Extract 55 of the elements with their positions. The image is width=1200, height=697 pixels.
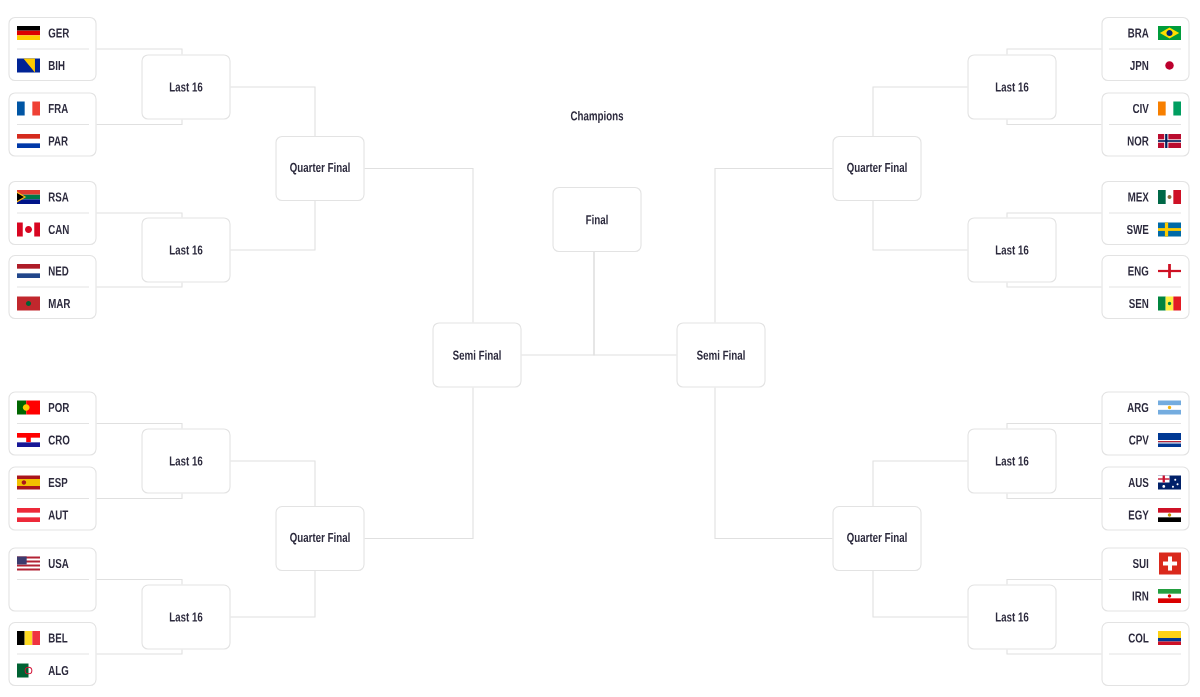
stage-box: Quarter Final <box>275 505 365 572</box>
stage-box: Last 16 <box>141 428 231 494</box>
bracket-line <box>872 460 968 507</box>
stage-box: Final <box>552 186 642 253</box>
bracket-line <box>230 570 316 618</box>
stage-box: Quarter Final <box>832 135 922 202</box>
bracket-line <box>230 86 316 137</box>
bracket-line <box>364 167 474 323</box>
team-card: RSA CAN <box>8 180 97 246</box>
team-card: FRA PAR <box>8 92 97 157</box>
bracket-line <box>230 460 316 507</box>
stage-box: Semi Final <box>432 322 522 388</box>
heading: Champions <box>570 110 624 124</box>
stage-box: Last 16 <box>141 54 231 120</box>
stage-box: Last 16 <box>967 54 1057 120</box>
team-card: NED MAR <box>8 254 97 320</box>
bracket-line <box>714 167 833 323</box>
bracket-line <box>872 86 968 137</box>
bracket-line <box>96 578 183 585</box>
bracket-line <box>1006 649 1102 655</box>
bracket-line <box>96 649 183 655</box>
stage-box: Last 16 <box>141 584 231 650</box>
bracket-line <box>230 200 316 251</box>
stage-box: Quarter Final <box>275 135 365 202</box>
bracket-line <box>1006 48 1102 55</box>
bracket-line <box>96 212 183 218</box>
bracket-line <box>96 48 183 55</box>
bracket-line <box>872 200 968 251</box>
bracket-line <box>1006 119 1102 126</box>
stage-box: Last 16 <box>967 428 1057 494</box>
bracket-line <box>1006 212 1102 218</box>
stage-box: Last 16 <box>967 584 1057 650</box>
team-card: ESP AUT <box>8 466 97 531</box>
team-card: CIV NOR <box>1101 92 1190 157</box>
stage-box: Last 16 <box>967 217 1057 283</box>
bracket-line <box>593 251 677 356</box>
bracket-line <box>872 570 968 618</box>
stage-box: Semi Final <box>676 322 766 388</box>
team-card: BEL ALG <box>8 621 97 687</box>
bracket-line <box>1006 422 1102 429</box>
bracket-line <box>1006 578 1102 585</box>
team-card: ENG SEN <box>1101 254 1190 320</box>
bracket-line <box>364 387 474 540</box>
bracket-line <box>1006 493 1102 500</box>
bracket-line <box>1006 282 1102 288</box>
stage-box: Quarter Final <box>832 505 922 572</box>
team-card: USA <box>8 547 97 612</box>
bracket-line <box>96 493 183 500</box>
bracket-line <box>96 282 183 288</box>
stage-box: Last 16 <box>141 217 231 283</box>
team-card: BRA JPN <box>1101 16 1190 82</box>
team-card: COL <box>1101 621 1190 687</box>
bracket-line <box>96 119 183 126</box>
bracket-line <box>96 422 183 429</box>
bracket-line <box>714 387 833 540</box>
